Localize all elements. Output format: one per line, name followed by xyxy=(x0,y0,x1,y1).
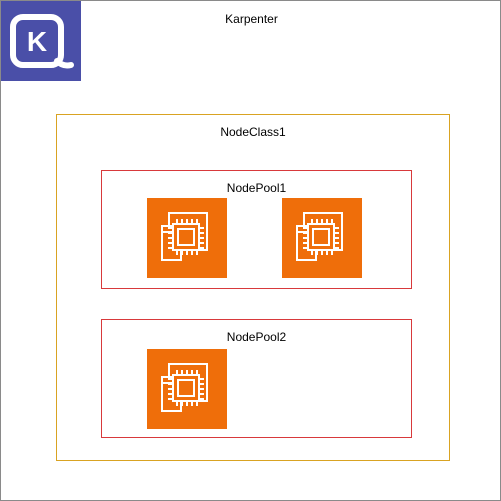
ec2-instance-icon xyxy=(147,349,227,429)
ec2-instance-icon xyxy=(282,198,362,278)
ec2-instance-icon xyxy=(147,198,227,278)
nodepool-2-label: NodePool2 xyxy=(226,330,287,344)
svg-text:K: K xyxy=(27,26,47,57)
karpenter-logo-icon: K xyxy=(1,1,81,81)
diagram-title: Karpenter xyxy=(225,12,278,26)
nodepool-1-label: NodePool1 xyxy=(226,181,287,195)
nodeclass-container: NodeClass1 xyxy=(56,114,450,461)
nodeclass-label: NodeClass1 xyxy=(220,125,286,139)
nodepool-1-container: NodePool1 xyxy=(101,170,412,289)
nodepool-2-container: NodePool2 xyxy=(101,319,412,438)
